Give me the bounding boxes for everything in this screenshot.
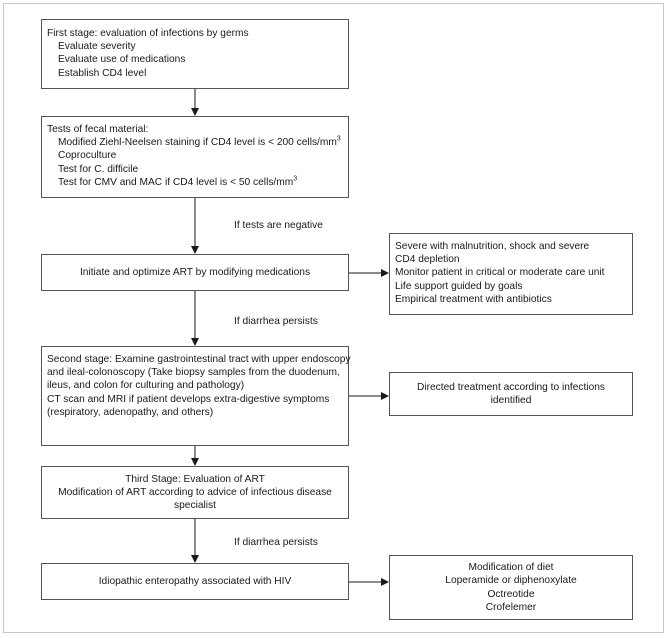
fecal-tests-title: Tests of fecal material:: [47, 124, 149, 135]
figure-frame: [3, 3, 664, 633]
fecal-test-item: Test for CMV and MAC if CD4 level is < 5…: [47, 175, 343, 189]
third-stage-box: Third Stage: Evaluation of ART Modificat…: [41, 466, 349, 519]
fecal-test-item: Test for C. difficile: [58, 163, 139, 175]
label-tests-negative: If tests are negative: [234, 220, 323, 231]
third-stage-line: Modification of ART according to advice …: [58, 486, 332, 498]
fecal-test-item: Modified Ziehl-Neelsen staining if CD4 l…: [47, 136, 343, 149]
treatment-line: Crofelemer: [485, 601, 537, 613]
third-stage-line: Third Stage: Evaluation of ART: [125, 473, 265, 485]
second-stage-line: and ileal-colonoscopy (Take biopsy sampl…: [47, 367, 340, 379]
severe-line: CD4 depletion: [395, 254, 460, 266]
severe-line: Life support guided by goals: [395, 280, 523, 292]
second-stage-line: (respiratory, adenopathy, and others): [47, 406, 214, 418]
severe-box: Severe with malnutrition, shock and seve…: [389, 233, 633, 315]
treatment-line: Loperamide or diphenoxylate: [445, 575, 577, 587]
fecal-test-item: Coproculture: [58, 150, 117, 162]
directed-line: Directed treatment according to infectio…: [417, 381, 605, 393]
first-stage-title: First stage: evaluation of infections by…: [47, 28, 249, 39]
second-stage-box: Second stage: Examine gastrointestinal t…: [41, 346, 351, 446]
treatment-box: Modification of diet Loperamide or diphe…: [389, 555, 633, 620]
directed-line: identified: [490, 395, 532, 406]
second-stage-line: ileus, and colon for culturing and patho…: [47, 380, 245, 392]
second-stage-line: Second stage: Examine gastrointestinal t…: [47, 354, 351, 365]
ziehl-superscript: 3: [336, 135, 341, 143]
label-diarrhea-persists-1: If diarrhea persists: [234, 316, 318, 327]
label-diarrhea-persists-2: If diarrhea persists: [234, 537, 318, 548]
idiopathic-box: Idiopathic enteropathy associated with H…: [41, 563, 349, 600]
cmv-superscript: 3: [293, 175, 298, 183]
second-stage-line: CT scan and MRI if patient develops extr…: [47, 393, 330, 405]
ziehl-text: Modified Ziehl-Neelsen staining if CD4 l…: [58, 137, 337, 149]
third-stage-line: specialist: [174, 500, 216, 512]
first-stage-item: Evaluate severity: [58, 41, 136, 53]
first-stage-item: Establish CD4 level: [58, 67, 147, 79]
cmv-text: Test for CMV and MAC if CD4 level is < 5…: [58, 176, 294, 188]
idiopathic-text: Idiopathic enteropathy associated with H…: [98, 575, 292, 587]
severe-line: Monitor patient in critical or moderate …: [395, 267, 605, 279]
initiate-art-text: Initiate and optimize ART by modifying m…: [79, 266, 311, 278]
first-stage-box: First stage: evaluation of infections by…: [41, 19, 349, 89]
fecal-tests-box: Tests of fecal material: Modified Ziehl-…: [41, 116, 349, 198]
treatment-line: Octreotide: [487, 588, 535, 600]
severe-line: Severe with malnutrition, shock and seve…: [395, 241, 590, 252]
treatment-line: Modification of diet: [468, 562, 554, 574]
first-stage-item: Evaluate use of medications: [58, 54, 186, 66]
severe-line: Empirical treatment with antibiotics: [395, 293, 552, 305]
initiate-art-box: Initiate and optimize ART by modifying m…: [41, 254, 349, 291]
directed-treatment-box: Directed treatment according to infectio…: [389, 372, 633, 416]
